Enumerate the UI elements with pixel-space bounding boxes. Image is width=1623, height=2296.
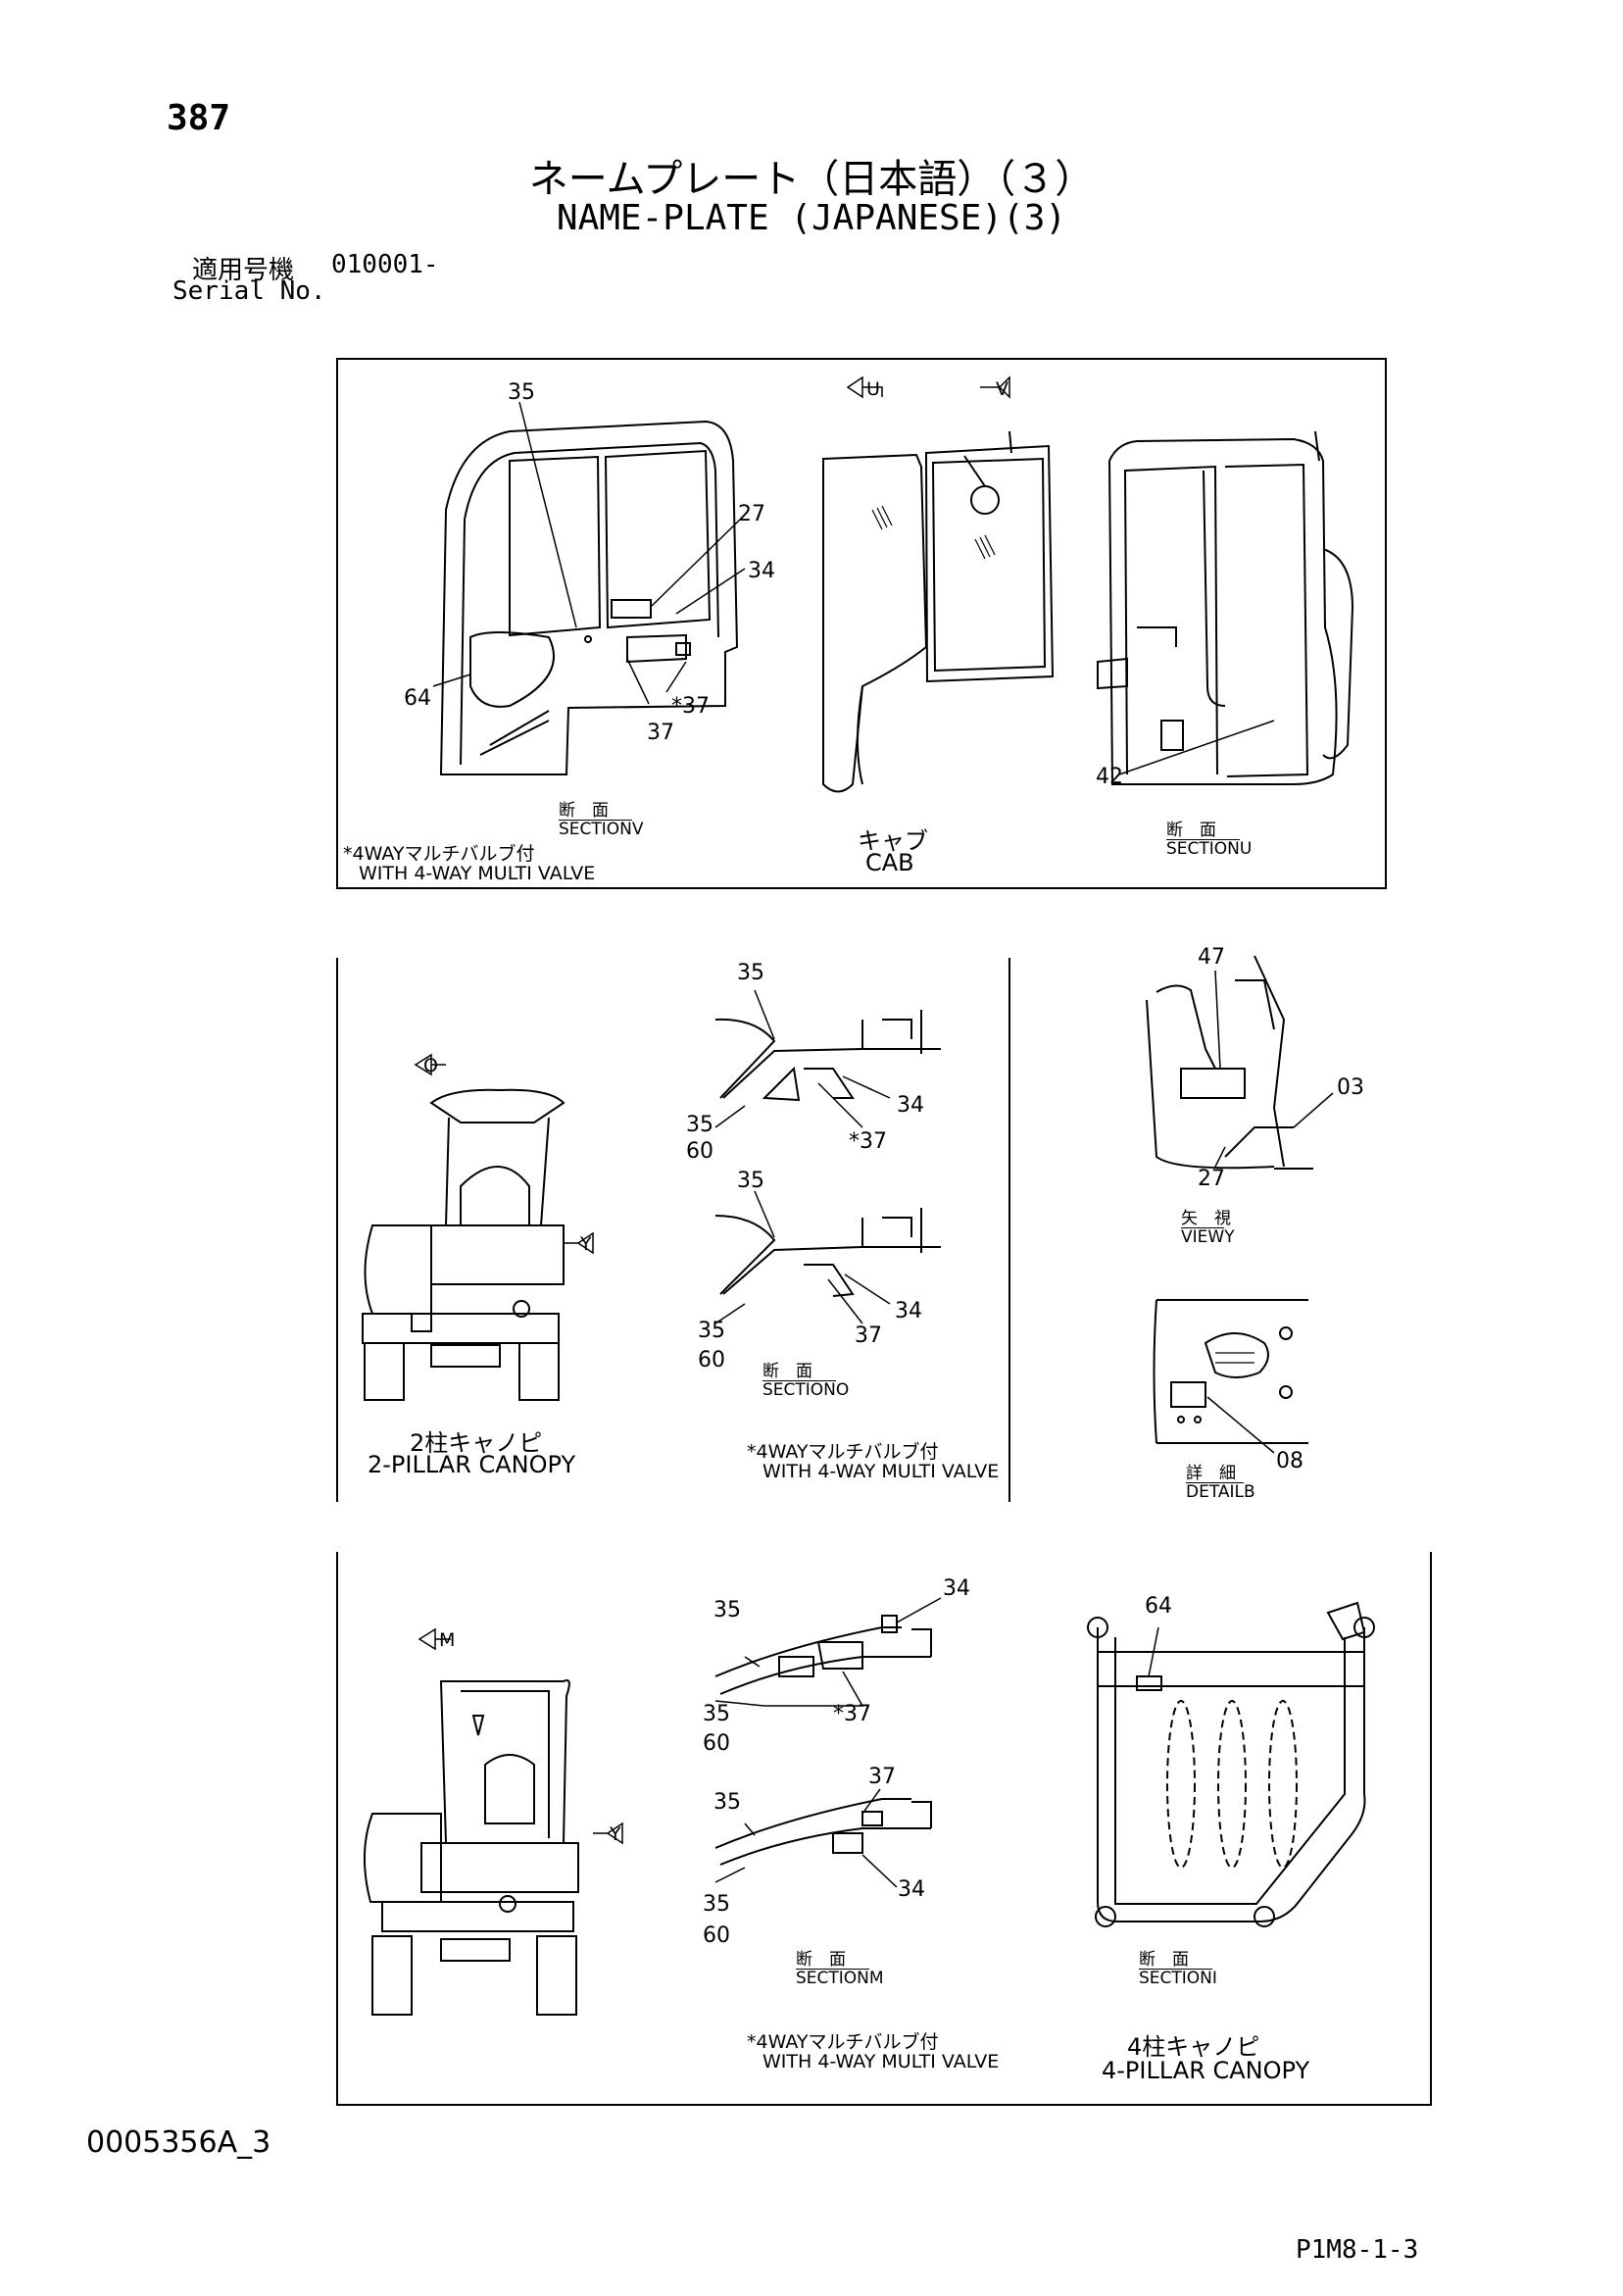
- callout-42: 42: [1096, 765, 1123, 789]
- view-arrows-2pillar: [414, 1053, 594, 1255]
- detail-b-callout-08: 08: [1276, 1449, 1303, 1473]
- drawing-number: 0005356A_3: [86, 2125, 271, 2160]
- canopy2-caption-jp: 2柱キャノピ: [410, 1429, 543, 1457]
- view-y-callout-47: 47: [1198, 945, 1225, 970]
- serial-label-en: Serial No.: [172, 276, 326, 306]
- view-y-drawing: [1146, 955, 1313, 1170]
- section-o-top-drawing: [714, 1010, 941, 1102]
- view-y-box: 矢 視 VIEWY: [1181, 1209, 1235, 1247]
- cab-note-jp: *4WAYマルチバルブ付: [343, 843, 535, 865]
- canopy-4pillar-callout: [1148, 1626, 1159, 1677]
- detail-b-callout: [1206, 1396, 1275, 1454]
- sec-m-bottom-callout-35b: 35: [703, 1892, 730, 1917]
- callout-34: 34: [748, 559, 775, 583]
- canopy-4pillar-top-drawing: [1087, 1601, 1375, 1927]
- sec-o-top-callout-35b: 35: [686, 1113, 713, 1137]
- sec-o-top-callout-34: 34: [897, 1093, 924, 1118]
- page-number: 387: [167, 98, 231, 138]
- callout-27: 27: [738, 502, 765, 526]
- sec-o-bottom-callout-37: 37: [855, 1323, 882, 1348]
- sec-o-top-callout-35a: 35: [737, 961, 764, 985]
- section-o-top-callouts: [714, 989, 891, 1128]
- view-arrow-u-label: U: [866, 378, 880, 400]
- canopy2-caption-en: 2-PILLAR CANOPY: [368, 1451, 576, 1478]
- view-arrow-o-label: O: [423, 1055, 438, 1076]
- section-i-box: 断 面 SECTIONI: [1139, 1950, 1217, 1988]
- sec-o-bottom-callout-35a: 35: [737, 1169, 764, 1193]
- page-title-jp: ネームプレート（日本語）（３）: [528, 157, 1095, 202]
- canopy4-note-jp: *4WAYマルチバルブ付: [747, 2031, 939, 2053]
- view-arrows-4pillar: [418, 1627, 623, 1845]
- view-arrow-y2-label: Y: [610, 1823, 621, 1845]
- cab-caption-en: CAB: [865, 849, 914, 876]
- callout-35: 35: [508, 380, 535, 405]
- canopy4-caption-en: 4-PILLAR CANOPY: [1102, 2057, 1310, 2084]
- view-arrows-cab: [846, 375, 1010, 399]
- sec-m-top-callout-34: 34: [943, 1576, 970, 1601]
- view-y-callout-27: 27: [1198, 1167, 1225, 1191]
- sec-o-top-callout-37-star: *37: [849, 1129, 887, 1154]
- sec-m-top-callout-35b: 35: [703, 1702, 730, 1726]
- callout-37-star: *37: [671, 694, 710, 719]
- section-m-top-callouts: [714, 1597, 942, 1707]
- cab-note-en: WITH 4-WAY MULTI VALVE: [359, 863, 596, 884]
- sec-m-top-callout-37-star: *37: [833, 1702, 871, 1726]
- canopy4-caption-jp: 4柱キャノピ: [1127, 2033, 1260, 2061]
- canopy2-note-en: WITH 4-WAY MULTI VALVE: [762, 1461, 1000, 1482]
- sec-o-bottom-callout-60: 60: [698, 1348, 725, 1373]
- canopy-2pillar-drawing: [362, 1088, 566, 1401]
- cab-rear-drawing: [1097, 430, 1354, 785]
- cab-panel-frame: [336, 358, 1387, 889]
- cab-rear-callout-line: [1118, 720, 1275, 775]
- sec-m-bottom-callout-34: 34: [898, 1877, 925, 1902]
- section-o-box: 断 面 SECTIONO: [762, 1362, 850, 1400]
- view-y-callout-03: 03: [1337, 1075, 1364, 1100]
- cab-callout-lines: [432, 401, 746, 705]
- panel3-frame: [336, 1552, 1432, 2106]
- callout-37: 37: [647, 721, 674, 745]
- canopy4-note-en: WITH 4-WAY MULTI VALVE: [762, 2051, 1000, 2072]
- cab-caption-jp: キャブ: [858, 827, 928, 855]
- section-m-bottom-callouts: [714, 1788, 898, 1888]
- page-title-en: NAME-PLATE (JAPANESE)(3): [556, 198, 1067, 238]
- detail-b-drawing: [1153, 1299, 1308, 1444]
- canopy-4pillar-drawing: [364, 1679, 579, 2016]
- serial-label-jp: 適用号機: [192, 256, 295, 285]
- canopy2-note-jp: *4WAYマルチバルブ付: [747, 1441, 939, 1463]
- section-m-top-drawing: [714, 1615, 932, 1695]
- sec-m-bottom-callout-35a: 35: [713, 1790, 741, 1815]
- serial-value: 010001-: [331, 250, 439, 279]
- sec-m-bottom-callout-37: 37: [868, 1765, 896, 1789]
- sec-o-bottom-callout-34: 34: [895, 1299, 922, 1323]
- section-v-box: 断 面 SECTIONV: [559, 801, 644, 839]
- callout-64: 64: [404, 686, 431, 711]
- view-arrow-m-label: M: [439, 1629, 456, 1651]
- section-u-box: 断 面 SECTIONU: [1166, 821, 1253, 859]
- section-m-box: 断 面 SECTIONM: [796, 1950, 884, 1988]
- detail-b-box: 詳 細 DETAILB: [1186, 1464, 1255, 1502]
- section-o-bottom-callouts: [714, 1190, 891, 1324]
- sec-m-top-callout-60: 60: [703, 1731, 730, 1756]
- section-o-bottom-drawing: [714, 1208, 941, 1297]
- canopy4-callout-64: 64: [1145, 1594, 1172, 1619]
- page-reference: P1M8-1-3: [1296, 2235, 1419, 2265]
- cab-side-drawing: [822, 430, 1055, 793]
- cab-iso-drawing: [439, 420, 739, 775]
- sec-o-top-callout-60: 60: [686, 1139, 713, 1164]
- view-arrow-v-label: V: [996, 378, 1008, 400]
- sec-m-bottom-callout-60: 60: [703, 1923, 730, 1948]
- sec-m-top-callout-35a: 35: [713, 1598, 741, 1622]
- view-y-callouts: [1214, 970, 1334, 1168]
- view-arrow-y-label: Y: [580, 1233, 592, 1255]
- sec-o-bottom-callout-35b: 35: [698, 1319, 725, 1343]
- section-m-bottom-drawing: [714, 1798, 932, 1866]
